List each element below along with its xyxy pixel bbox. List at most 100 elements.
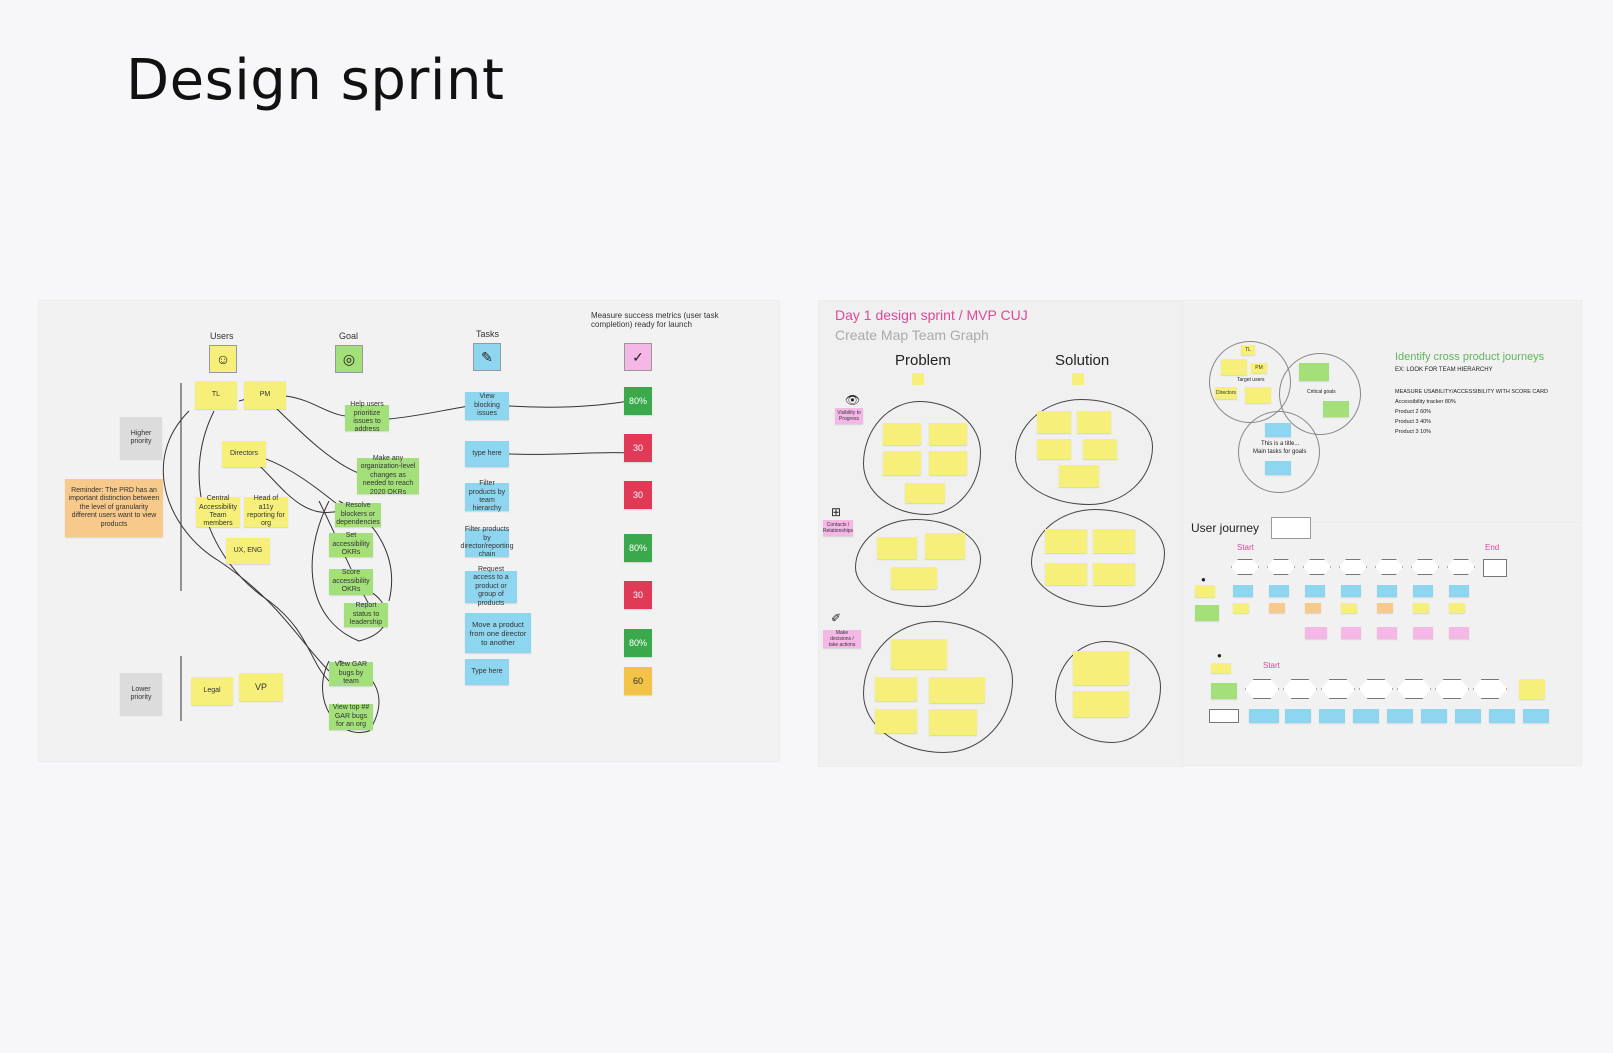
sticky-note[interactable]	[875, 677, 917, 701]
sticky-note[interactable]	[1523, 709, 1549, 723]
sticky-note[interactable]	[1211, 663, 1231, 673]
sticky-note[interactable]	[1377, 603, 1393, 613]
sticky-goal-view-gar-team[interactable]: View GAR bugs by team	[329, 661, 373, 686]
journey-step[interactable]	[1245, 679, 1279, 699]
metric-badge[interactable]: 30	[624, 481, 652, 509]
venn-sticky-pm[interactable]: PM	[1251, 363, 1267, 373]
sticky-note[interactable]	[1449, 627, 1469, 639]
journey-step[interactable]	[1435, 679, 1469, 699]
sticky-note[interactable]	[1269, 585, 1289, 597]
sticky-user-legal[interactable]: Legal	[191, 677, 233, 705]
sticky-note[interactable]	[1449, 603, 1465, 613]
problem-cluster-3[interactable]	[863, 621, 1013, 753]
sticky-note[interactable]	[1073, 691, 1129, 717]
sticky-user-ux-eng[interactable]: UX, ENG	[226, 538, 270, 564]
solution-cluster-1[interactable]	[1015, 399, 1153, 505]
sticky-task-move-product[interactable]: Move a product from one director to anot…	[465, 613, 531, 653]
journey-step[interactable]	[1447, 559, 1475, 575]
sticky-note[interactable]	[1285, 709, 1311, 723]
sticky-note[interactable]	[929, 451, 967, 475]
sticky-note[interactable]	[929, 677, 985, 703]
sticky-task-filter-team[interactable]: Filter products by team hierarchy	[465, 480, 509, 512]
sticky-goal-resolve-blockers[interactable]: Resolve blockers or dependencies	[335, 502, 381, 527]
prioritization-board[interactable]: Users Goal Tasks Measure success metrics…	[38, 300, 780, 762]
sticky-note[interactable]	[891, 639, 947, 669]
sticky-note[interactable]	[1323, 401, 1349, 417]
sticky-task-view-blocking[interactable]: View blocking issues	[465, 392, 509, 420]
sticky-goal-score-okrs[interactable]: Score accessibility OKRs	[329, 569, 373, 595]
sticky-note[interactable]	[905, 483, 945, 503]
sticky-note[interactable]	[1305, 603, 1321, 613]
sticky-note[interactable]	[1377, 627, 1397, 639]
higher-priority-label[interactable]: Higher priority	[120, 417, 162, 459]
sticky-note[interactable]	[1305, 585, 1325, 597]
sticky-note[interactable]	[1037, 439, 1071, 459]
sticky-note[interactable]	[929, 709, 977, 735]
row-label-visibility[interactable]: Visibility to Progress	[835, 408, 863, 424]
sticky-user-directors[interactable]: Directors	[222, 441, 266, 467]
sticky-note[interactable]	[1073, 651, 1129, 685]
sticky-note[interactable]	[1221, 359, 1247, 375]
metric-badge[interactable]: 80%	[624, 387, 652, 415]
metric-badge[interactable]: 30	[624, 434, 652, 462]
sticky-user-tl[interactable]: TL	[195, 381, 237, 409]
sticky-note[interactable]	[1341, 603, 1357, 613]
journey-step[interactable]	[1231, 559, 1259, 575]
sticky-note[interactable]	[1455, 709, 1481, 723]
lower-priority-label[interactable]: Lower priority	[120, 673, 162, 715]
venn-sticky-tl[interactable]: TL	[1241, 345, 1255, 355]
sticky-note[interactable]	[1077, 411, 1111, 433]
sticky-note[interactable]	[1045, 563, 1087, 585]
problem-cluster-2[interactable]	[855, 519, 981, 607]
problem-solution-board[interactable]: Day 1 design sprint / MVP CUJ Create Map…	[818, 300, 1184, 767]
solution-cluster-3[interactable]	[1055, 641, 1161, 743]
sticky-note[interactable]	[1037, 411, 1071, 433]
journey-end-note[interactable]	[1519, 679, 1545, 699]
sticky-note[interactable]	[1265, 423, 1291, 437]
sticky-task-filter-director[interactable]: Filter products by director/reporting ch…	[460, 526, 514, 559]
sticky-note[interactable]	[1211, 683, 1237, 699]
sticky-note[interactable]	[1299, 363, 1329, 381]
problem-cluster-1[interactable]	[863, 401, 981, 515]
sticky-task-type-here-2[interactable]: Type here	[465, 659, 509, 685]
sticky-note[interactable]	[1449, 585, 1469, 597]
sticky-task-request-access[interactable]: Request access to a product or group of …	[465, 566, 517, 607]
metric-badge[interactable]: 80%	[624, 534, 652, 562]
metric-badge[interactable]: 80%	[624, 629, 652, 657]
sticky-goal-help-prioritize[interactable]: Help users prioritize issues to address	[345, 401, 389, 433]
sticky-note[interactable]	[1233, 603, 1249, 613]
sticky-note[interactable]	[1387, 709, 1413, 723]
sticky-goal-view-top-gar[interactable]: View top ## GAR bugs for an org	[329, 704, 373, 730]
sticky-user-pm[interactable]: PM	[244, 381, 286, 409]
sticky-note[interactable]	[1269, 603, 1285, 613]
sticky-note[interactable]	[1093, 563, 1135, 585]
sticky-goal-report-status[interactable]: Report status to leadership	[344, 602, 388, 627]
sticky-note[interactable]	[1245, 387, 1271, 403]
journey-step[interactable]	[1473, 679, 1507, 699]
journey-step[interactable]	[1283, 679, 1317, 699]
sticky-note[interactable]	[1413, 585, 1433, 597]
reminder-note[interactable]: Reminder: The PRD has an important disti…	[65, 479, 163, 537]
row-label-contacts[interactable]: Contacts / Relationships	[823, 520, 854, 536]
sticky-user-vp[interactable]: VP	[239, 673, 283, 701]
sticky-note[interactable]	[1305, 627, 1327, 639]
journey-step[interactable]	[1411, 559, 1439, 575]
sticky-note[interactable]	[1421, 709, 1447, 723]
journey-step[interactable]	[1267, 559, 1295, 575]
sticky-note[interactable]	[1265, 461, 1291, 475]
sticky-goal-org-changes[interactable]: Make any organization-level changes as n…	[357, 455, 419, 496]
sticky-note[interactable]	[1489, 709, 1515, 723]
sticky-user-central-team[interactable]: Central Accessibility Team members	[196, 495, 240, 527]
sticky-note[interactable]	[1319, 709, 1345, 723]
sticky-note[interactable]	[1083, 439, 1117, 459]
sticky-note[interactable]	[929, 423, 967, 445]
sticky-note[interactable]	[891, 567, 937, 589]
journey-end-box[interactable]	[1483, 559, 1507, 577]
solution-cluster-2[interactable]	[1031, 509, 1165, 607]
metric-badge[interactable]: 30	[624, 581, 652, 609]
journey-start-box[interactable]	[1209, 709, 1239, 723]
sticky-note[interactable]	[1413, 627, 1433, 639]
sticky-note[interactable]	[1045, 529, 1087, 553]
sticky-task-type-here[interactable]: type here	[465, 441, 509, 467]
journey-thumbnail[interactable]	[1271, 517, 1311, 539]
